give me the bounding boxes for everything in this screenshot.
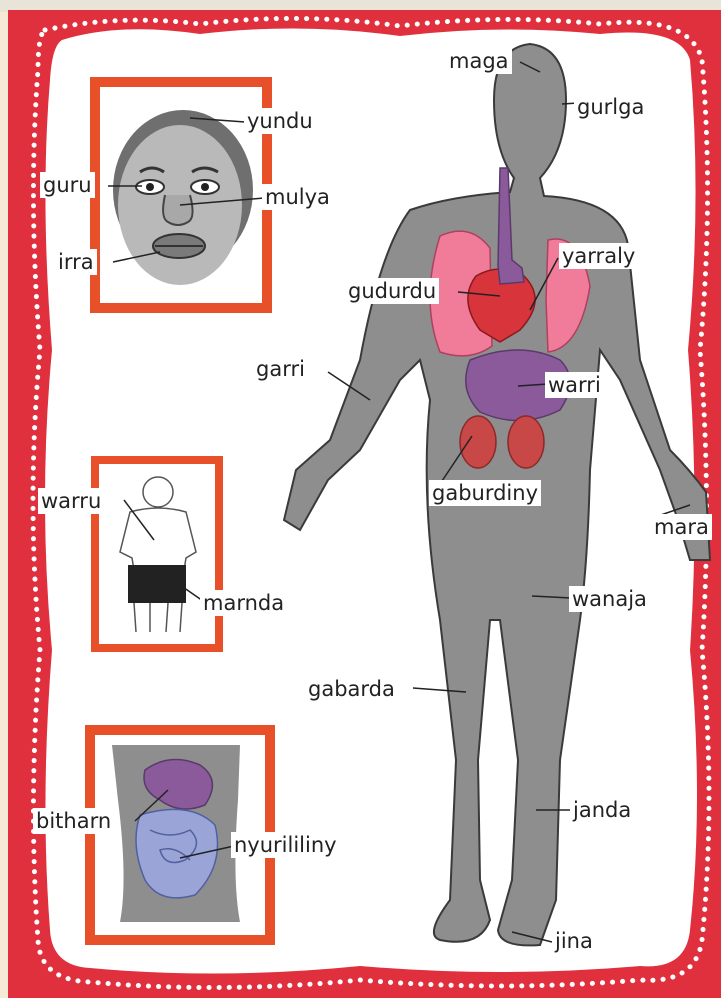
left-kidney <box>460 416 496 468</box>
label-nyurililiny: nyurililiny <box>231 832 340 858</box>
label-mulya: mulya <box>262 184 333 210</box>
label-irra: irra <box>55 249 97 275</box>
label-maga: maga <box>446 48 512 74</box>
label-wanaja: wanaja <box>569 586 650 612</box>
label-warru: warru <box>38 488 104 514</box>
label-janda: janda <box>570 797 634 823</box>
label-gaburdiny: gaburdiny <box>429 480 541 506</box>
label-marnda: marnda <box>200 590 287 616</box>
label-warri: warri <box>545 372 604 398</box>
abdomen-illustration <box>112 745 240 922</box>
label-guru: guru <box>40 172 95 198</box>
label-garri: garri <box>253 356 308 382</box>
label-gurlga: gurlga <box>574 94 647 120</box>
label-gudurdu: gudurdu <box>345 278 439 304</box>
label-gabarda: gabarda <box>305 676 398 702</box>
label-bitharn: bitharn <box>33 808 114 834</box>
label-yarraly: yarraly <box>559 243 638 269</box>
label-mara: mara <box>651 514 712 540</box>
label-yundu: yundu <box>244 108 316 134</box>
right-kidney <box>508 416 544 468</box>
label-jina: jina <box>552 928 596 954</box>
